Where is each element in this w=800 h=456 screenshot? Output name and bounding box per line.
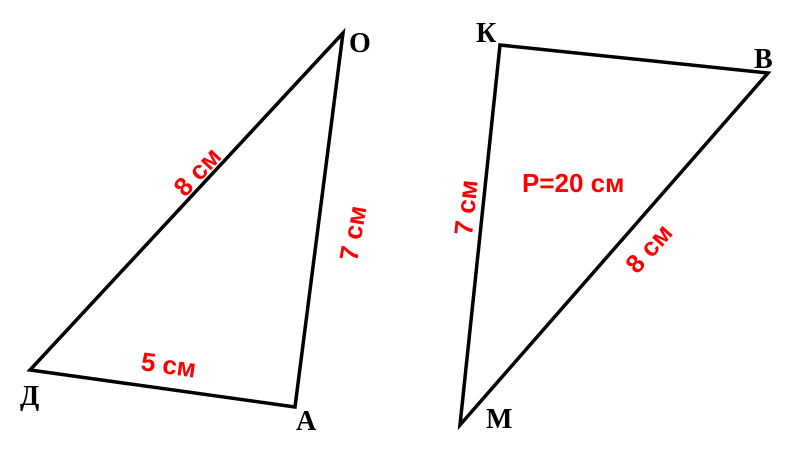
perimeter-label: P=20 см [522, 168, 624, 198]
vertex-v-label: В [754, 44, 773, 75]
side-vm-length: 8 см [619, 218, 678, 279]
vertex-a-label: А [296, 406, 317, 437]
triangle-kvm [457, 43, 772, 431]
vertex-m-label: М [486, 404, 512, 435]
vertex-d-label: Д [20, 381, 39, 412]
vertex-o-label: О [349, 28, 371, 59]
side-oa-length: 7 см [333, 203, 372, 263]
vertex-k-label: К [476, 18, 497, 49]
triangle-odа [26, 27, 346, 409]
side-do-length: 8 см [167, 141, 227, 202]
side-km-length: 7 см [448, 178, 484, 236]
side-da-length: 5 см [139, 346, 198, 383]
